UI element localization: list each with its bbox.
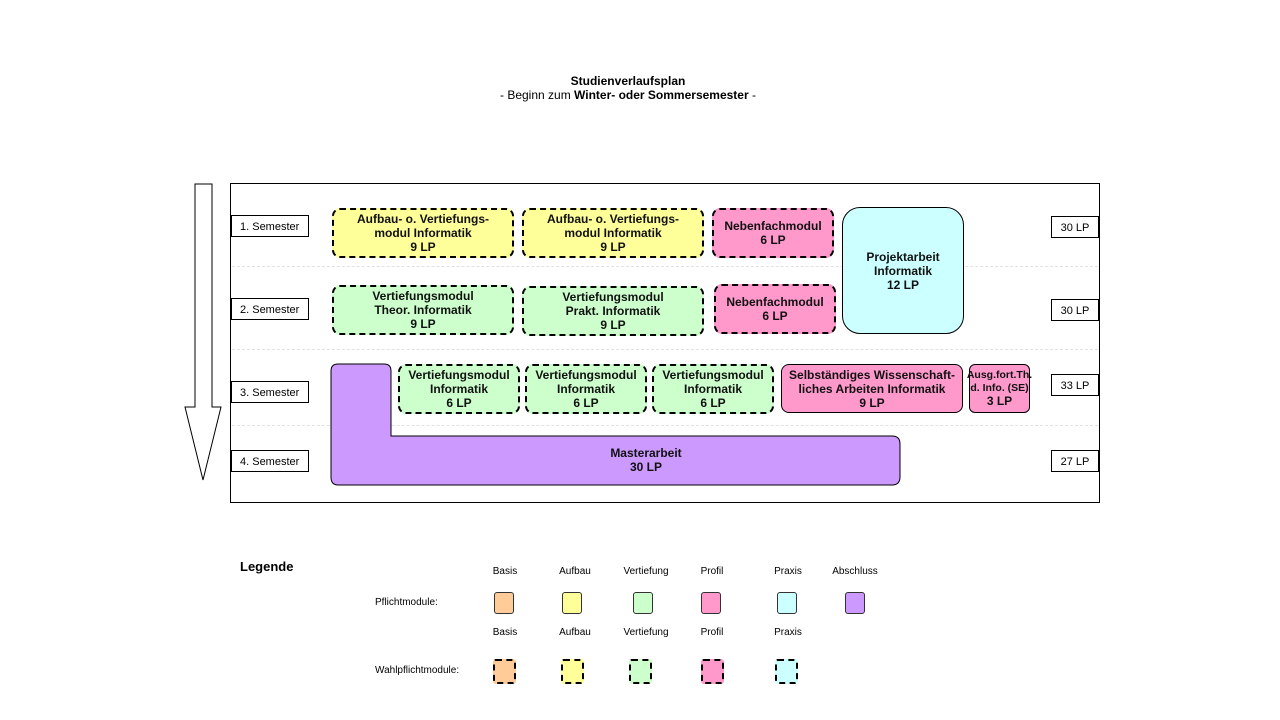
module-title: Nebenfachmodul [726, 295, 824, 309]
module-title: Projektarbeit [866, 249, 940, 264]
legend-col-basis: Basis [492, 566, 518, 577]
module-title: Vertiefungsmodul [662, 368, 764, 382]
legend-row-wahlpflicht: Wahlpflichtmodule: [375, 665, 460, 676]
diagram-title: Studienverlaufsplan - Beginn zum Winter-… [440, 74, 816, 102]
module-title: Nebenfachmodul [724, 219, 822, 233]
semester-lp-4: 27 LP [1051, 450, 1099, 472]
subtitle-suffix: - [748, 88, 756, 102]
module-selbstaendiges-arbeiten: Selbständiges Wissenschaft- liches Arbei… [781, 364, 963, 413]
module-lp: 9 LP [410, 240, 436, 254]
semester-progression-arrow-icon [184, 183, 222, 481]
legend-swatch-wahlpflicht-aufbau [561, 659, 584, 684]
legend-col-abschluss: Abschluss [832, 566, 878, 577]
module-lp: 12 LP [886, 277, 919, 292]
module-vertiefung-s3-2: Vertiefungsmodul Informatik 6 LP [525, 364, 647, 414]
module-title: Aufbau- o. Vertiefungs- [357, 212, 489, 226]
module-lp: 6 LP [762, 309, 788, 323]
module-nebenfach-2: Nebenfachmodul 6 LP [714, 284, 836, 334]
module-lp: 9 LP [600, 240, 626, 254]
legend-swatch-pflicht-abschluss [845, 592, 865, 614]
subtitle-prefix: - Beginn zum [499, 88, 575, 102]
module-title: modul Informatik [374, 226, 472, 240]
module-title: Theor. Informatik [374, 303, 472, 317]
module-title: Informatik [556, 382, 615, 396]
module-title: Informatik [429, 382, 488, 396]
semester-divider [232, 266, 1098, 267]
subtitle-emphasis: Winter- oder Sommersemester [574, 88, 749, 102]
legend-swatch-wahlpflicht-profil [701, 659, 724, 684]
legend-col-profil: Profil [700, 627, 724, 638]
module-aufbau-vertiefung-2: Aufbau- o. Vertiefungs- modul Informatik… [522, 208, 704, 258]
module-lp: 3 LP [986, 394, 1013, 408]
module-lp: 6 LP [573, 396, 599, 410]
legend-col-praxis: Praxis [774, 627, 802, 638]
legend-col-vertiefung: Vertiefung [623, 566, 669, 577]
module-projektarbeit: Projektarbeit Informatik 12 LP [842, 207, 964, 334]
module-title: Ausg.fort.Th. [966, 369, 1033, 381]
legend-row-pflicht: Pflichtmodule: [375, 597, 438, 608]
semester-label-1: 1. Semester [231, 215, 309, 237]
module-vertiefung-s3-3: Vertiefungsmodul Informatik 6 LP [652, 364, 774, 414]
module-lp: 9 LP [410, 317, 436, 331]
semester-label-3: 3. Semester [231, 381, 309, 403]
legend-col-aufbau: Aufbau [559, 627, 591, 638]
semester-label-4: 4. Semester [231, 450, 309, 472]
legend-swatch-wahlpflicht-basis [493, 659, 516, 684]
legend-col-profil: Profil [700, 566, 724, 577]
module-title: modul Informatik [564, 226, 662, 240]
legend-swatch-pflicht-basis [494, 592, 514, 614]
module-title: Informatik [873, 263, 932, 278]
subtitle-text: - Beginn zum Winter- oder Sommersemester… [440, 88, 816, 102]
semester-label-2: 2. Semester [231, 298, 309, 320]
semester-divider [232, 425, 1098, 426]
module-nebenfach-1: Nebenfachmodul 6 LP [712, 208, 834, 258]
module-ausgewaehlte-themen: Ausg.fort.Th. d. Info. (SE) 3 LP [966, 364, 1033, 413]
module-title: Selbständiges Wissenschaft- [789, 367, 955, 382]
legend-swatch-pflicht-praxis [777, 592, 797, 614]
legend-swatch-pflicht-aufbau [562, 592, 582, 614]
semester-lp-2: 30 LP [1051, 299, 1099, 321]
module-lp: 9 LP [859, 395, 885, 410]
module-title: Vertiefungsmodul [372, 289, 474, 303]
module-masterarbeit: Masterarbeit 30 LP [392, 437, 900, 483]
module-lp: 30 LP [629, 460, 662, 474]
module-lp: 6 LP [700, 396, 726, 410]
legend-swatch-pflicht-vertiefung [633, 592, 653, 614]
semester-divider [232, 349, 1098, 350]
legend-col-basis: Basis [492, 627, 518, 638]
masterarbeit-shape [330, 363, 901, 486]
legend-swatch-wahlpflicht-vertiefung [629, 659, 652, 684]
module-vertiefung-s3-1: Vertiefungsmodul Informatik 6 LP [398, 364, 520, 414]
semester-lp-3: 33 LP [1051, 374, 1099, 396]
module-aufbau-vertiefung-1: Aufbau- o. Vertiefungs- modul Informatik… [332, 208, 514, 258]
semester-lp-1: 30 LP [1051, 216, 1099, 238]
module-lp: 6 LP [760, 233, 786, 247]
module-title: Informatik [683, 382, 742, 396]
module-vertiefung-theor: Vertiefungsmodul Theor. Informatik 9 LP [332, 285, 514, 335]
module-title: d. Info. (SE) [970, 382, 1029, 394]
module-title: Vertiefungsmodul [535, 368, 637, 382]
legend-swatch-wahlpflicht-praxis [775, 659, 798, 684]
legend-col-praxis: Praxis [774, 566, 802, 577]
legend-col-vertiefung: Vertiefung [623, 627, 669, 638]
title-text: Studienverlaufsplan [570, 74, 686, 88]
module-lp: 6 LP [446, 396, 472, 410]
module-title: Vertiefungsmodul [562, 290, 664, 304]
legend-col-aufbau: Aufbau [559, 566, 591, 577]
module-title: Aufbau- o. Vertiefungs- [547, 212, 679, 226]
module-title: liches Arbeiten Informatik [798, 381, 946, 396]
module-lp: 9 LP [600, 318, 626, 332]
module-title: Vertiefungsmodul [408, 368, 510, 382]
module-title: Prakt. Informatik [565, 304, 661, 318]
module-title: Masterarbeit [610, 446, 682, 460]
module-vertiefung-prakt: Vertiefungsmodul Prakt. Informatik 9 LP [522, 286, 704, 336]
legend-swatch-pflicht-profil [701, 592, 721, 614]
legend-title: Legende [240, 559, 294, 574]
